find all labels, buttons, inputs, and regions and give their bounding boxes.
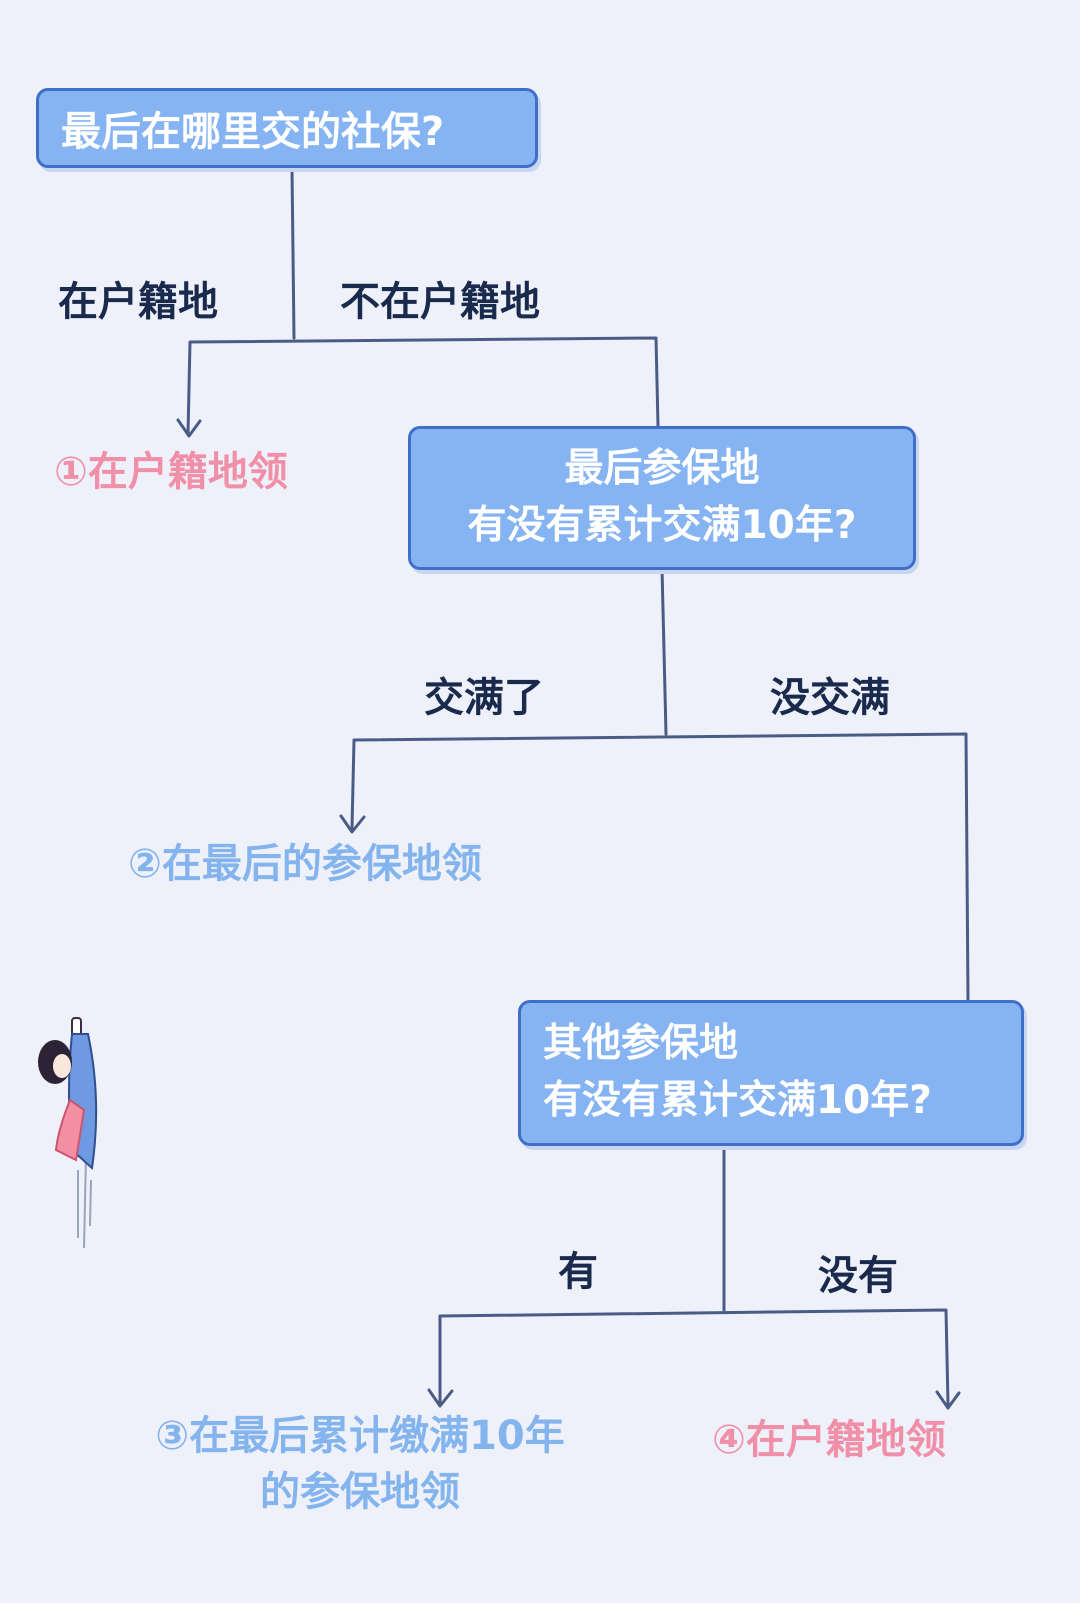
question-text: 最后在哪里交的社保? (61, 109, 445, 155)
branch-label-yes: 有 (558, 1249, 598, 1295)
question-text-line2: 有没有累计交满10年? (467, 503, 857, 548)
flying-character-illustration (38, 1017, 98, 1249)
outcome-1-collect-at-hukou: ①在户籍地领 (54, 449, 288, 495)
question-box-last-insured-location-10-years: 最后参保地 有没有累计交满10年? (408, 426, 916, 570)
connector-q1-split (186, 336, 660, 436)
outcome-3-line1: ③在最后累计缴满10年 (155, 1413, 565, 1459)
outcome-2-collect-at-last-insured-location: ②在最后的参保地领 (128, 841, 482, 887)
arrowhead-o3 (427, 1388, 454, 1408)
outcome-3-line2: 的参保地领 (260, 1469, 460, 1515)
outcome-4-collect-at-hukou: ④在户籍地领 (712, 1417, 946, 1463)
branch-label-not-in-hukou-location: 不在户籍地 (340, 279, 540, 325)
connector-q1-stem (290, 166, 296, 340)
branch-label-in-hukou-location: 在户籍地 (58, 279, 218, 325)
branch-label-fully-paid: 交满了 (424, 675, 544, 721)
arrowhead-o2 (339, 814, 366, 834)
connector-q2-stem (660, 566, 668, 736)
outcome-3-collect-at-last-10-year-location: ③在最后累计缴满10年 的参保地领 (112, 1408, 608, 1520)
question-text-line1: 其他参保地 (543, 1021, 739, 1067)
question-box-other-insured-location-10-years: 其他参保地 有没有累计交满10年? (518, 1000, 1024, 1146)
branch-label-not-fully-paid: 没交满 (770, 675, 890, 721)
connector-q3-split (438, 1308, 950, 1406)
question-text-line2: 有没有累计交满10年? (543, 1078, 932, 1123)
arrowhead-o1 (176, 418, 202, 438)
branch-label-no: 没有 (818, 1253, 898, 1299)
question-box-last-payment-location: 最后在哪里交的社保? (36, 88, 538, 168)
arrowhead-o4 (935, 1390, 961, 1410)
question-text-line1: 最后参保地 (564, 446, 760, 492)
connector-q2-split (350, 732, 970, 1002)
